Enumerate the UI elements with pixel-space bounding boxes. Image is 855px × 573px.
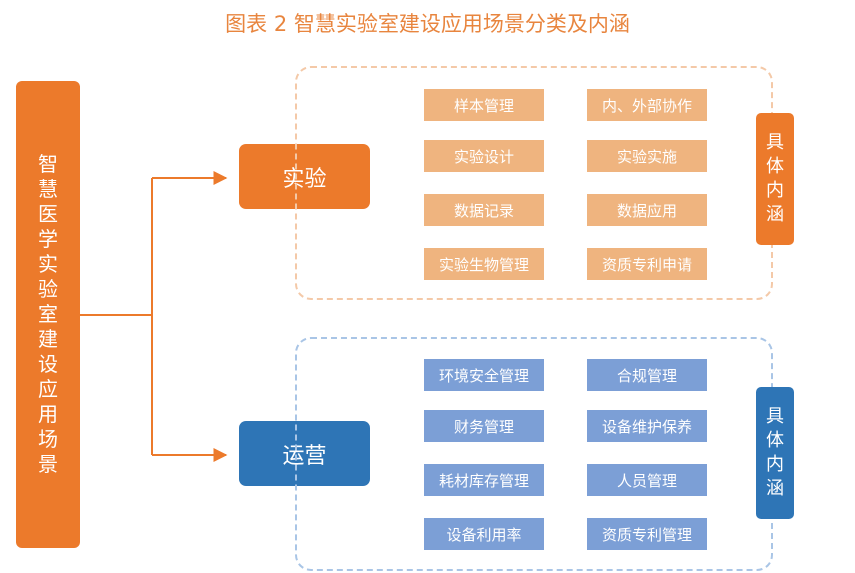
category-experiment: 实验 [239, 144, 370, 209]
experiment-item-collaboration: 内、外部协作 [587, 89, 707, 121]
diagram-title: 图表 2 智慧实验室建设应用场景分类及内涵 [225, 12, 630, 36]
experiment-item-experiment-execution: 实验实施 [587, 140, 707, 172]
experiment-item-sample-management: 样本管理 [424, 89, 544, 121]
root-node-label: 智慧医学实验室建设应用场景 [38, 152, 58, 476]
operations-item-compliance: 合规管理 [587, 359, 707, 391]
operations-item-patent-management: 资质专利管理 [587, 518, 707, 550]
experiment-item-patent-application: 资质专利申请 [587, 248, 707, 280]
category-operations: 运营 [239, 421, 370, 486]
operations-item-personnel: 人员管理 [587, 464, 707, 496]
operations-item-finance: 财务管理 [424, 410, 544, 442]
experiment-side-label: 具体内涵 [766, 132, 784, 225]
operations-item-equipment-maintenance: 设备维护保养 [587, 410, 707, 442]
operations-side-label: 具体内涵 [766, 406, 784, 499]
experiment-item-biological-management: 实验生物管理 [424, 248, 544, 280]
experiment-item-data-recording: 数据记录 [424, 194, 544, 226]
operations-item-equipment-utilization: 设备利用率 [424, 518, 544, 550]
experiment-item-experiment-design: 实验设计 [424, 140, 544, 172]
root-node: 智慧医学实验室建设应用场景 [16, 81, 80, 548]
experiment-item-data-application: 数据应用 [587, 194, 707, 226]
operations-side-tag: 具体内涵 [756, 387, 794, 519]
operations-item-consumables-inventory: 耗材库存管理 [424, 464, 544, 496]
operations-item-environment-safety: 环境安全管理 [424, 359, 544, 391]
experiment-side-tag: 具体内涵 [756, 113, 794, 245]
